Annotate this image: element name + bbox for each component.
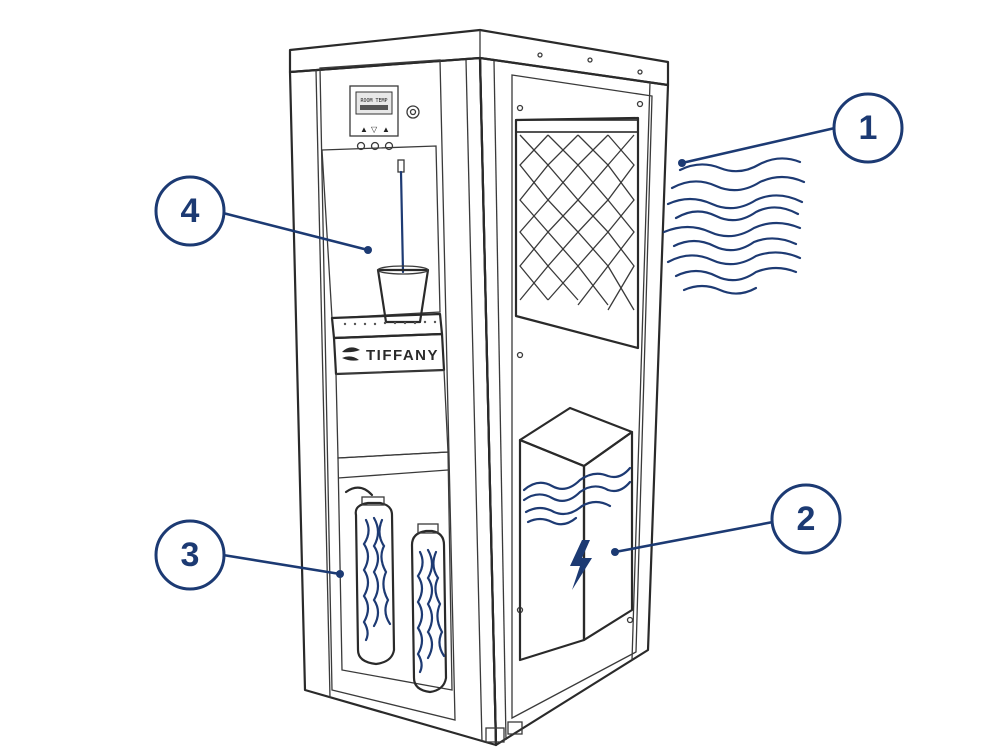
air-flow-icon: [662, 157, 806, 295]
svg-text:▲: ▲: [382, 125, 390, 134]
svg-text:▲: ▲: [360, 125, 368, 134]
control-buttons[interactable]: ▲ ▽ ▲: [360, 125, 390, 134]
dispense-button-1[interactable]: [356, 141, 366, 151]
lower-front-panel: [335, 369, 453, 691]
lcd-text: ROOM TEMP: [360, 98, 387, 104]
callout-1: 1: [678, 92, 904, 167]
callout-2-number: 2: [797, 500, 816, 538]
brand-name: TIFFANY: [366, 347, 439, 364]
callout-3-number: 3: [181, 536, 200, 574]
filter-cartridge-left: [344, 486, 396, 666]
filter-cartridges: [344, 486, 448, 694]
water-tank: [518, 406, 634, 662]
callout-1-number: 1: [859, 109, 878, 147]
power-knob[interactable]: [406, 105, 420, 119]
cabinet: [288, 28, 670, 747]
callout-2: 2: [611, 483, 842, 556]
callout-3: 3: [154, 519, 344, 591]
svg-text:▽: ▽: [371, 125, 378, 134]
callout-4: 4: [154, 175, 372, 254]
callout-4-number: 4: [181, 192, 200, 230]
dispense-area: TIFFANY: [321, 145, 446, 376]
filter-cartridge-right: [410, 523, 448, 694]
cup-icon: [376, 265, 430, 324]
dispense-button-3[interactable]: [384, 141, 394, 151]
brand-logo: TIFFANY: [342, 347, 439, 364]
dispense-button-2[interactable]: [370, 141, 380, 151]
control-panel: ROOM TEMP ▲ ▽ ▲: [349, 85, 420, 151]
air-filter: [514, 116, 640, 350]
electric-bolt-icon: [570, 540, 592, 590]
